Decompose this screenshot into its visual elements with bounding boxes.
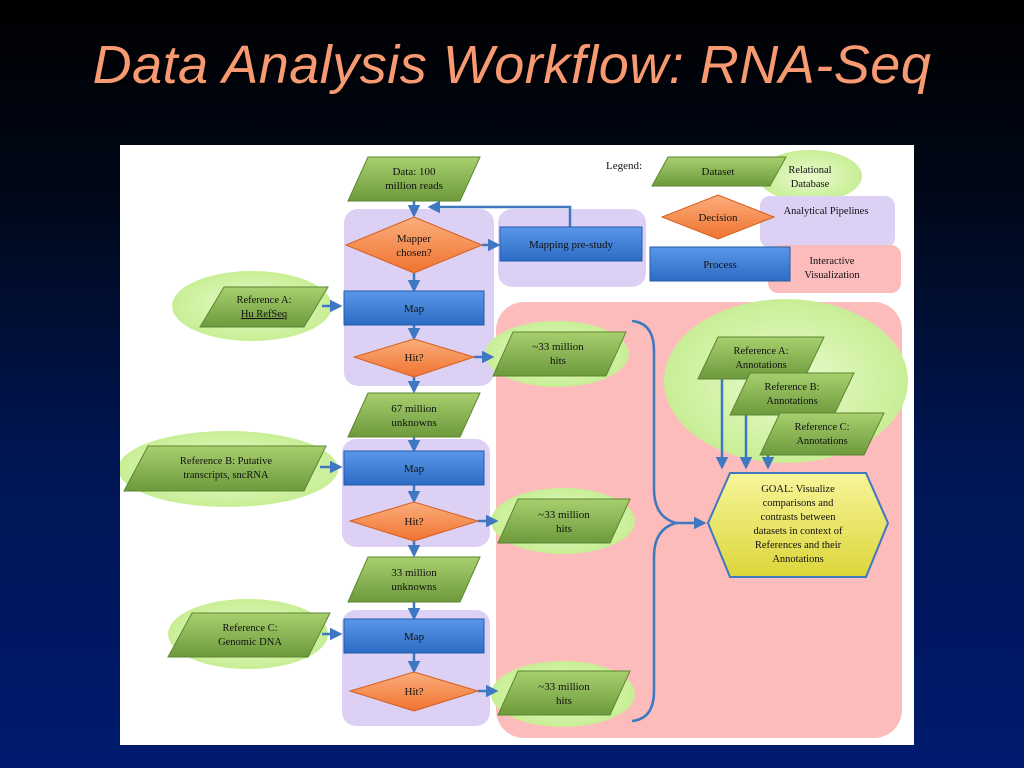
unknowns-1-label-1: 67 million [391, 403, 437, 415]
hits-1-label-2: hits [550, 355, 566, 367]
arrow-prestudy-back [427, 200, 572, 227]
hits-3-label-1: ~33 million [538, 681, 590, 693]
legend-dataset-label: Dataset [702, 166, 735, 178]
legend-decision-label: Decision [698, 212, 738, 224]
hit-1-decision [352, 338, 476, 378]
mapping-prestudy-label: Mapping pre-study [529, 239, 614, 251]
hits-3-label-2: hits [556, 695, 572, 707]
legend-database-label-1: Relational [788, 165, 831, 176]
mapper-decision [344, 216, 484, 274]
legend-interactive-region [768, 245, 901, 293]
map-3-label: Map [404, 631, 425, 643]
annotation-c-dataset [759, 412, 885, 456]
unknowns-2-label-1: 33 million [391, 567, 437, 579]
legend-interactive-label-2: Visualization [804, 270, 860, 281]
hit-1-label: Hit? [405, 352, 424, 364]
unknowns-1-dataset [347, 392, 481, 438]
reference-c-dataset [167, 612, 331, 658]
map-2-label: Map [404, 463, 425, 475]
reference-c-label-1: Reference C: [222, 623, 277, 634]
map-1-process [343, 290, 485, 326]
hit-3-decision [348, 671, 480, 712]
reference-b-label-2: transcripts, sncRNA [183, 470, 269, 481]
goal-label-1: GOAL: Visualize [761, 484, 835, 495]
legend-process-label: Process [703, 259, 737, 271]
legend-heading: Legend: [606, 160, 642, 172]
reference-b-label-1: Reference B: Putative [180, 456, 272, 467]
map-2-process [343, 450, 485, 486]
data-input-label-1: Data: 100 [392, 166, 436, 178]
unknowns-2-dataset [347, 556, 481, 603]
goal-label-6: Annotations [772, 554, 823, 565]
annotation-a-label-2: Annotations [735, 360, 786, 371]
goal-label-4: datasets in context of [754, 526, 843, 537]
legend-analytical-label: Analytical Pipelines [784, 206, 869, 217]
legend-analytical-region [760, 196, 895, 248]
goal-label-2: comparisons and [763, 498, 835, 509]
hits-1-dataset [492, 331, 627, 377]
goal-hexagon [706, 472, 890, 578]
annotation-c-label-2: Annotations [796, 436, 847, 447]
reference-a-label-1: Reference A: [236, 295, 291, 306]
legend-process-shape [649, 246, 791, 282]
map-1-label: Map [404, 303, 425, 315]
hits-2-dataset [497, 498, 631, 544]
annotation-b-dataset [729, 372, 855, 416]
unknowns-1-label-2: unknowns [391, 417, 436, 429]
annotation-c-label-1: Reference C: [794, 422, 849, 433]
hits-2-label-2: hits [556, 523, 572, 535]
goal-label-5: References and their [755, 540, 842, 551]
annotation-b-label-2: Annotations [766, 396, 817, 407]
legend-interactive-label-1: Interactive [810, 256, 855, 267]
workflow-diagram: Legend: Dataset Relational Database Anal… [120, 145, 914, 745]
annotation-b-label-1: Reference B: [764, 382, 819, 393]
mapper-decision-label-2: chosen? [396, 247, 432, 259]
hit-2-decision [348, 501, 480, 542]
legend-database-label-2: Database [791, 179, 830, 190]
legend-decision-shape [660, 194, 776, 240]
hit-3-label: Hit? [405, 686, 424, 698]
map-3-process [343, 618, 485, 654]
hits-1-label-1: ~33 million [532, 341, 584, 353]
legend-dataset-shape [651, 156, 787, 187]
data-input-dataset [347, 156, 481, 202]
reference-c-label-2: Genomic DNA [218, 637, 282, 648]
slide-title: Data Analysis Workflow: RNA-Seq [92, 35, 932, 95]
reference-a-label-2: Hu RefSeq [241, 309, 288, 320]
mapping-prestudy-process [499, 226, 643, 262]
mapper-decision-label-1: Mapper [397, 233, 432, 245]
legend-database-ellipse [758, 150, 862, 202]
reference-a-dataset [199, 286, 329, 328]
data-input-label-2: million reads [385, 180, 443, 192]
goal-label-3: contrasts between [761, 512, 837, 523]
hit-2-label: Hit? [405, 516, 424, 528]
hits-3-dataset [497, 670, 631, 716]
reference-b-dataset [123, 445, 327, 492]
unknowns-2-label-2: unknowns [391, 581, 436, 593]
annotation-a-label-1: Reference A: [733, 346, 788, 357]
hits-2-label-1: ~33 million [538, 509, 590, 521]
